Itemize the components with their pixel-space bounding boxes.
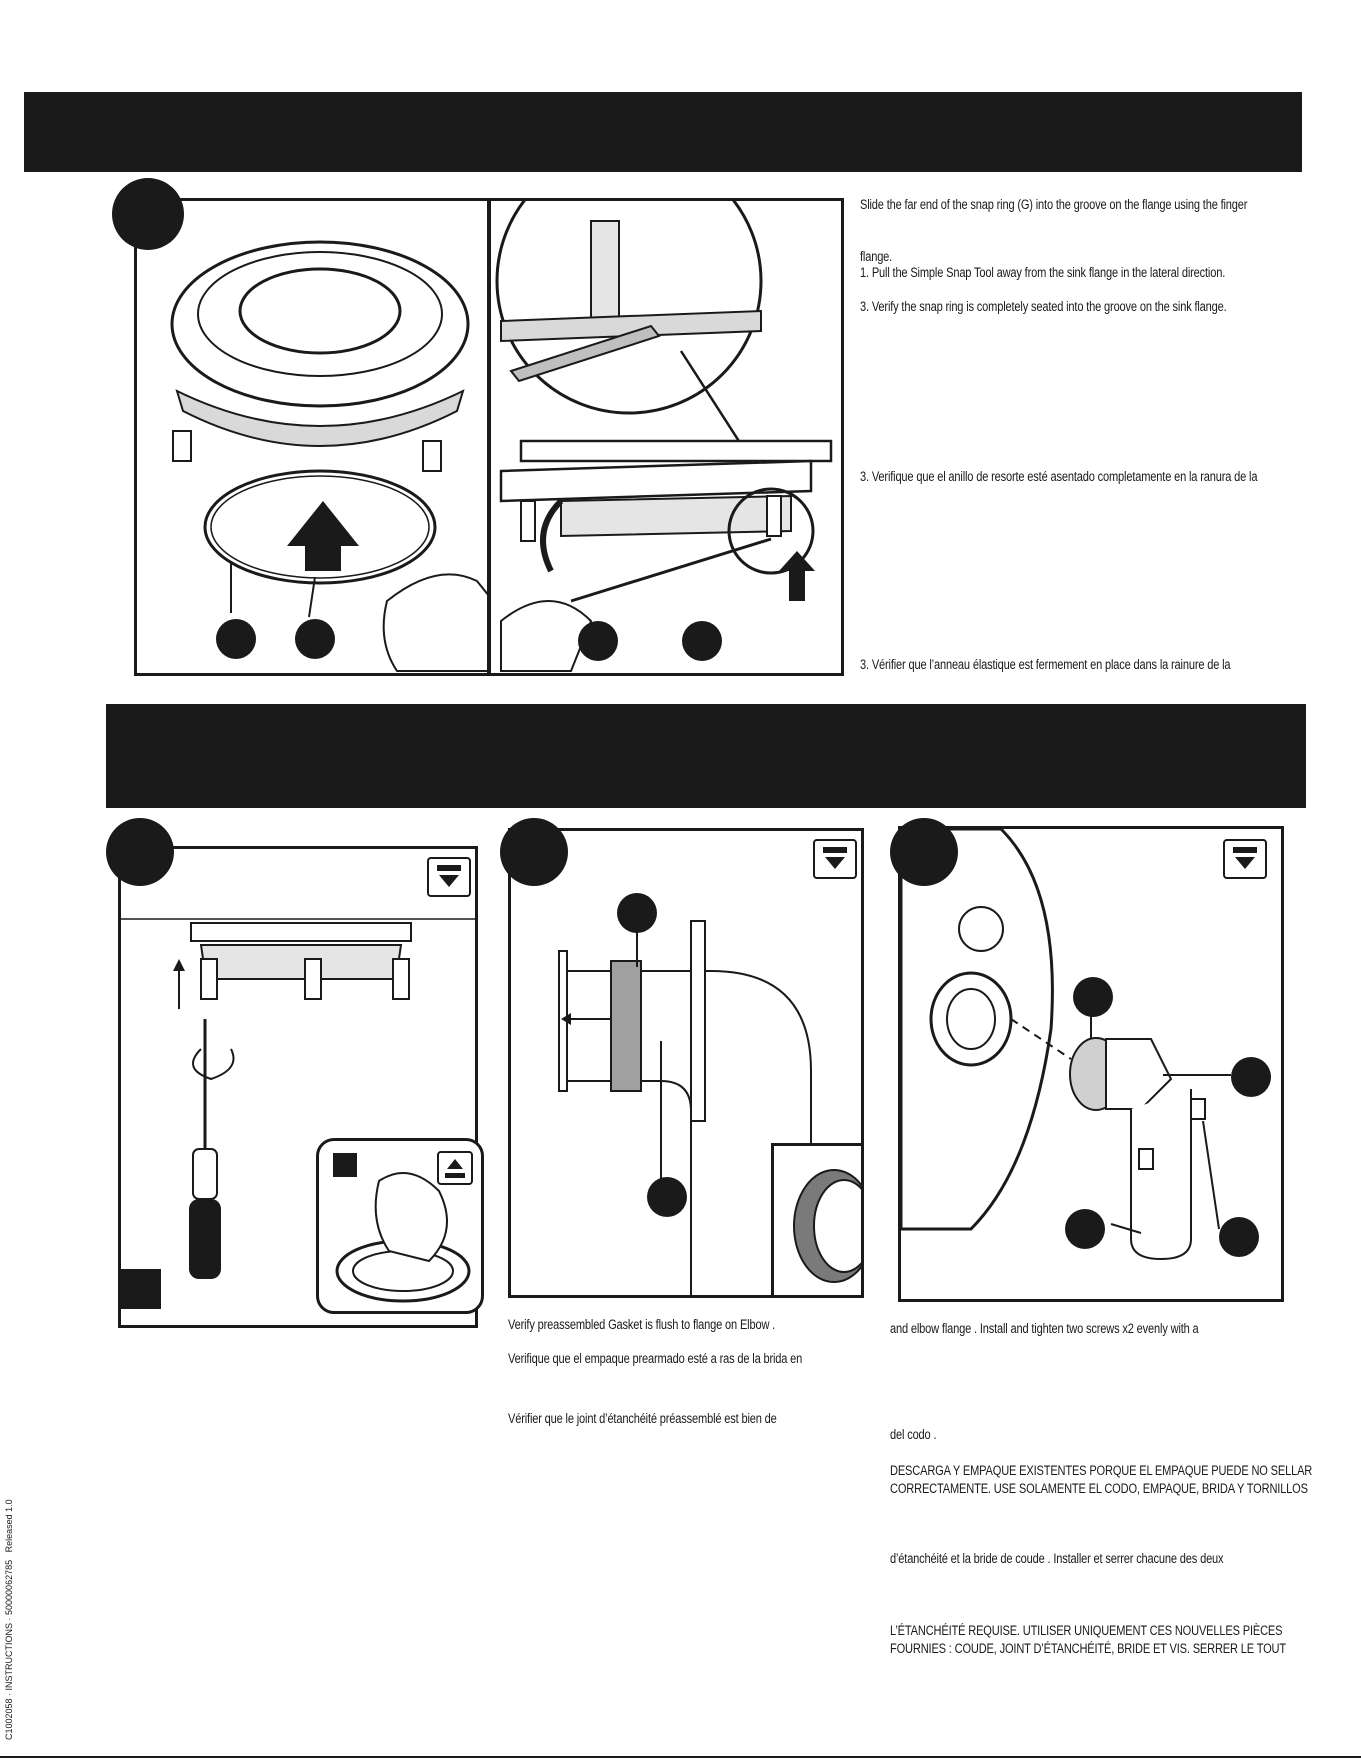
inset-letter-box — [333, 1153, 357, 1177]
step2a-inset-panel — [316, 1138, 484, 1314]
step1-text-en-1: Slide the far end of the snap ring (G) i… — [860, 197, 1248, 212]
caption-c-fr-1: d’étanchéité et la bride de coude . Inst… — [890, 1551, 1224, 1566]
step1-text-es-1: 3. Verifique que el anillo de resorte es… — [860, 469, 1258, 484]
caption-b-es: Verifique que el empaque prearmado esté … — [508, 1351, 803, 1366]
caption-c-fr-3: FOURNIES : COUDE, JOINT D’ÉTANCHÉITÉ, BR… — [890, 1641, 1286, 1656]
callout-c-screws — [1219, 1217, 1259, 1257]
downward-icon-a — [427, 857, 471, 897]
step1-text-fr-1: 3. Vérifier que l’anneau élastique est f… — [860, 657, 1231, 672]
callout-c-flange — [1231, 1057, 1271, 1097]
step1-ring-panel — [134, 198, 490, 676]
callout-tool-1 — [578, 621, 618, 661]
section-header-bar-2 — [106, 704, 1306, 808]
screwdriver-illustration — [121, 918, 475, 1279]
step2b-panel — [508, 828, 864, 1298]
caption-c-fr-2: L’ÉTANCHÉITÉ REQUISE. UTILISER UNIQUEMEN… — [890, 1623, 1283, 1638]
step1-number-badge — [112, 178, 184, 250]
upward-icon-inset — [437, 1151, 473, 1185]
gasket-elbow-illustration — [558, 920, 812, 1295]
caption-c-es-2: DESCARGA Y EMPAQUE EXISTENTES PORQUE EL … — [890, 1463, 1313, 1478]
caption-b-fr: Vérifier que le joint d’étanchéité préas… — [508, 1411, 777, 1426]
document-code: C1002058 · INSTRUCTIONS · 50000062785 Re… — [4, 1499, 14, 1740]
bottom-rule — [0, 1756, 1361, 1758]
caption-c-es-3: CORRECTAMENTE. USE SOLAMENTE EL CODO, EM… — [890, 1481, 1308, 1496]
doc-code-text: C1002058 · INSTRUCTIONS · 50000062785 — [4, 1559, 14, 1740]
gasket-hand-illustration — [335, 1172, 471, 1303]
step2c-number-badge — [890, 818, 958, 886]
step1-text-en-3: 1. Pull the Simple Snap Tool away from t… — [860, 265, 1226, 280]
step2c-panel — [898, 826, 1284, 1302]
step2b-number-badge — [500, 818, 568, 886]
step2a-letter-box — [121, 1269, 161, 1309]
callout-tool-2 — [682, 621, 722, 661]
section-header-bar-1 — [24, 92, 1302, 172]
step2b-inset-panel — [771, 1143, 861, 1295]
snap-tool-illustration — [495, 201, 833, 672]
callout-c-elbow — [1065, 1209, 1105, 1249]
release-text: Released 1.0 — [4, 1499, 14, 1553]
caption-b-en: Verify preassembled Gasket is flush to f… — [508, 1317, 776, 1332]
ring-illustration — [170, 240, 487, 672]
flush-gasket-detail — [793, 1169, 861, 1283]
downward-icon-b — [813, 839, 857, 879]
step1-text-en-2: flange. — [860, 249, 893, 264]
callout-elbow — [647, 1177, 687, 1217]
callout-g — [216, 619, 256, 659]
caption-c-en: and elbow flange . Install and tighten t… — [890, 1321, 1199, 1336]
step1-tool-panel — [488, 198, 844, 676]
step1-text-en-4: 3. Verify the snap ring is completely se… — [860, 299, 1227, 314]
caption-c-es-1: del codo . — [890, 1427, 937, 1442]
downward-icon-c — [1223, 839, 1267, 879]
callout-gasket — [617, 893, 657, 933]
callout-h — [295, 619, 335, 659]
step2a-number-badge — [106, 818, 174, 886]
callout-c-gasket — [1073, 977, 1113, 1017]
